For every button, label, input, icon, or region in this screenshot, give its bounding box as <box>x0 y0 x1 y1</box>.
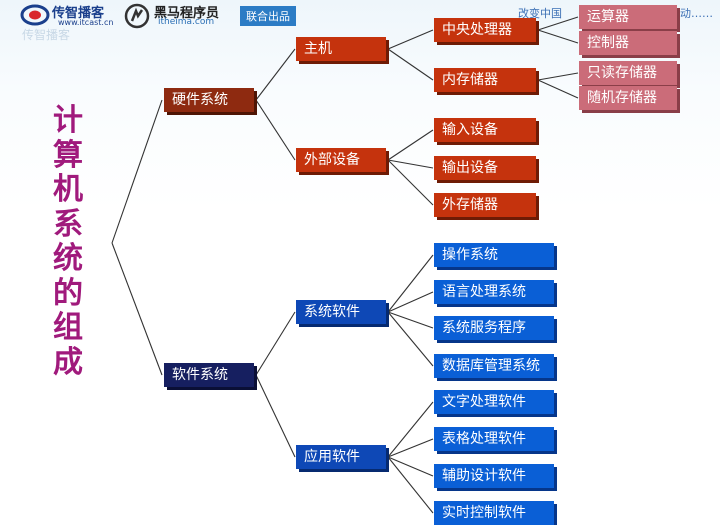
connector-system-os <box>387 254 434 313</box>
node-application-software: 应用软件 <box>296 445 386 469</box>
connector-cpu-control <box>537 29 579 44</box>
connector-memory-rom <box>537 72 579 81</box>
node-operating-system: 操作系统 <box>434 243 554 267</box>
connector-cpu-alu <box>537 16 579 31</box>
connector-application-cad <box>387 456 434 477</box>
node-host: 主机 <box>296 37 386 61</box>
page-title: 计算机系统的组成 <box>53 103 83 380</box>
connector-application-spreadsheet <box>387 438 434 458</box>
node-real-time-control: 实时控制软件 <box>434 501 554 525</box>
connector-memory-ram <box>537 79 579 99</box>
node-external-storage: 外存储器 <box>434 193 536 217</box>
brand-itcast-url: www.itcast.cn <box>58 18 114 27</box>
node-computer-aided-design: 辅助设计软件 <box>434 464 554 488</box>
connector-host-cpu <box>387 29 434 50</box>
connector-peripheral-input <box>387 129 434 161</box>
itcast-logo-icon <box>20 4 50 26</box>
connector-system-language <box>387 291 434 313</box>
node-peripheral-devices: 外部设备 <box>296 148 386 172</box>
brand-itcast-name: 传智播客 <box>52 6 105 21</box>
node-control-unit: 控制器 <box>579 31 677 55</box>
brand-itheima-name: 黑马程序员 <box>154 6 220 21</box>
node-system-service: 系统服务程序 <box>434 316 554 340</box>
slogan-tail-text: 动…… <box>680 7 713 20</box>
node-system-software: 系统软件 <box>296 300 386 324</box>
connector-root-hardware <box>111 99 163 244</box>
connector-application-realtime <box>387 456 434 514</box>
node-input-devices: 输入设备 <box>434 118 536 142</box>
node-internal-memory: 内存储器 <box>434 68 536 92</box>
joint-production-badge: 联合出品 <box>240 6 296 26</box>
connector-root-software <box>111 242 163 376</box>
node-spreadsheet: 表格处理软件 <box>434 427 554 451</box>
node-alu: 运算器 <box>579 5 677 29</box>
node-database-management: 数据库管理系统 <box>434 354 554 378</box>
node-cpu: 中央处理器 <box>434 18 536 42</box>
connector-peripheral-storage <box>387 159 434 206</box>
connector-hardware-peripheral <box>255 99 296 161</box>
node-rom: 只读存储器 <box>579 61 677 85</box>
connector-software-application <box>255 374 296 458</box>
node-output-devices: 输出设备 <box>434 156 536 180</box>
connector-system-service <box>387 311 434 329</box>
connector-host-memory <box>387 48 434 81</box>
node-ram: 随机存储器 <box>579 86 677 110</box>
connector-peripheral-output <box>387 159 434 169</box>
node-hardware-system: 硬件系统 <box>164 88 254 112</box>
node-language-processing: 语言处理系统 <box>434 280 554 304</box>
connector-hardware-host <box>255 48 296 101</box>
header-bar: 传智播客 www.itcast.cn 黑马程序员 itheima.com 联合出… <box>0 0 720 42</box>
itheima-logo-icon <box>124 3 150 29</box>
node-software-system: 软件系统 <box>164 363 254 387</box>
connector-application-word <box>387 401 434 458</box>
connector-system-database <box>387 311 434 367</box>
node-word-processing: 文字处理软件 <box>434 390 554 414</box>
watermark-text: 传智播客 <box>22 28 71 42</box>
brand-itheima-url: itheima.com <box>158 17 215 27</box>
connector-software-system <box>255 311 296 376</box>
slogan-text: 改变中国 <box>518 7 562 20</box>
